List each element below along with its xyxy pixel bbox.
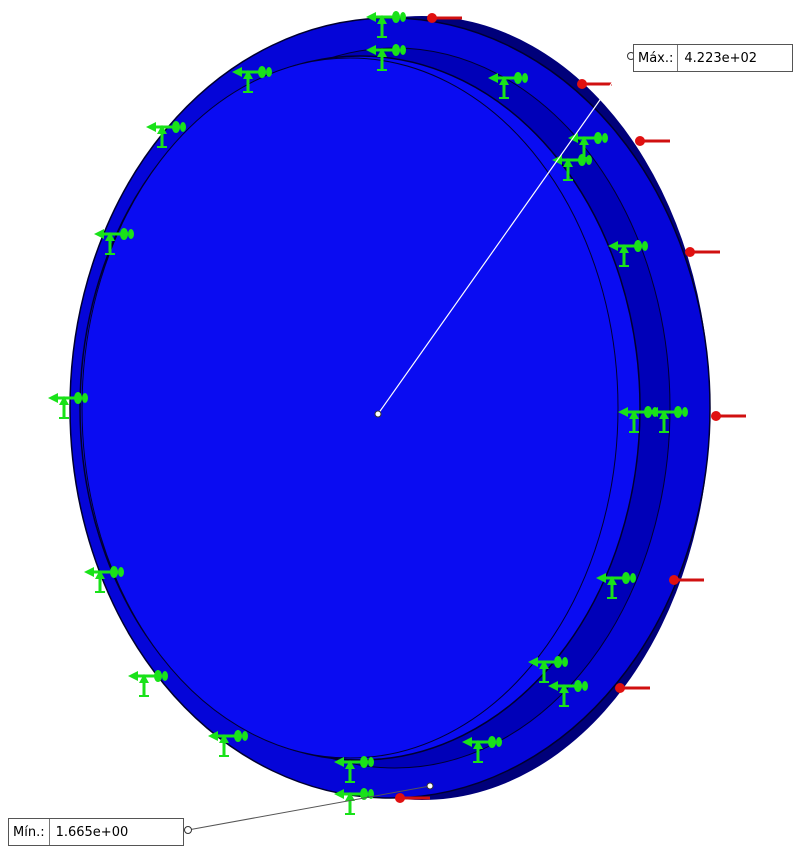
red-load-arrow-icon [613,681,652,695]
red-load-arrow-icon [709,409,748,423]
min-value: 1.665e+00 [55,824,129,840]
red-load-arrow-icon [683,245,722,259]
max-value: 4.223e+02 [684,50,758,66]
min-result-callout[interactable]: Mín.: 1.665e+00 [8,818,184,846]
max-result-callout[interactable]: Máx.: 4.223e+02 [633,44,793,72]
max-label: Máx.: [634,45,679,71]
red-load-arrow-icon [633,134,672,148]
part-face[interactable] [79,55,641,761]
red-load-arrow-icon [575,77,614,91]
min-leader [184,782,434,834]
max-leader [374,52,635,418]
min-label: Mín.: [9,819,50,845]
red-load-arrow-icon [667,573,706,587]
